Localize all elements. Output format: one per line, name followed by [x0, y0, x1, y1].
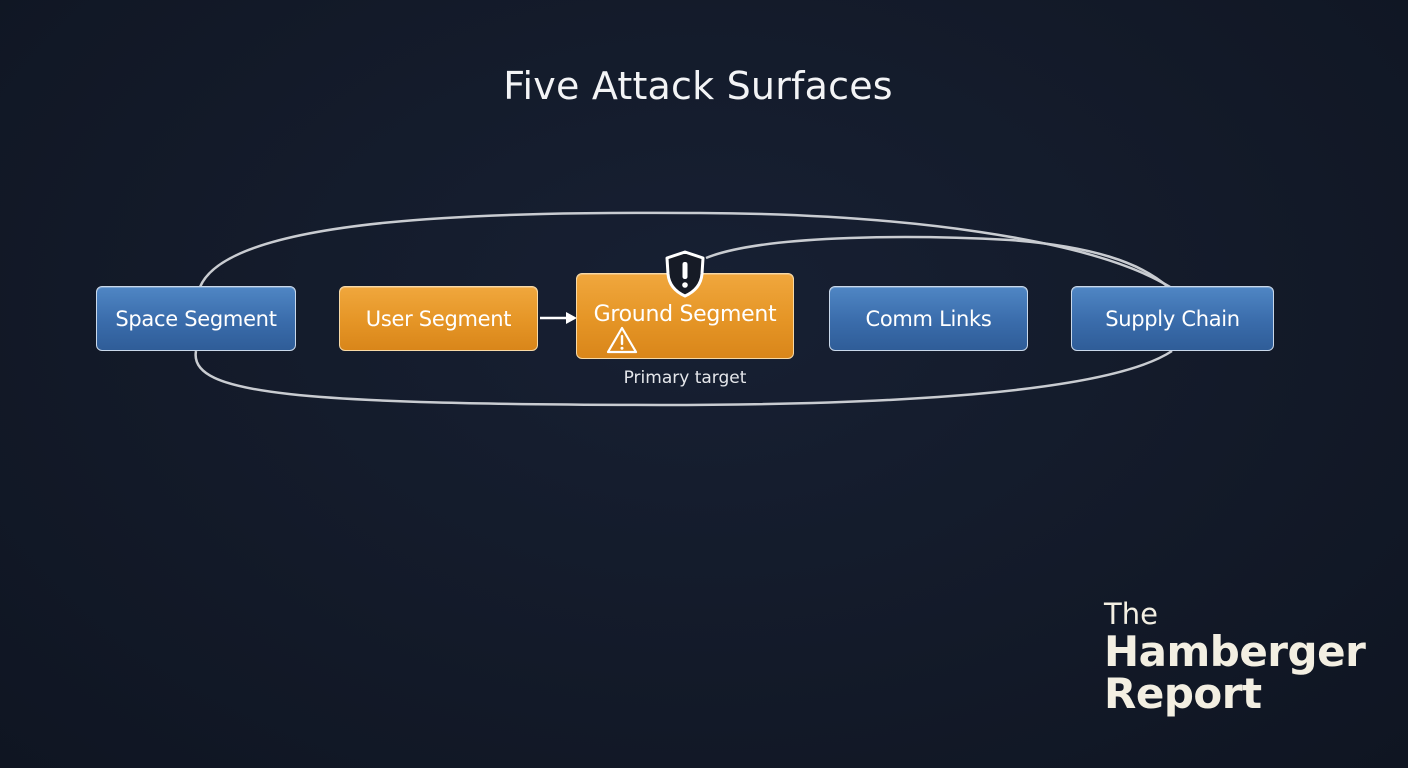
- arrowhead-icon: [566, 312, 577, 324]
- ground-segment-caption: Primary target: [623, 368, 747, 388]
- node-supply-chain: Supply Chain: [1071, 286, 1274, 351]
- shield-exclamation-icon: [665, 250, 705, 298]
- brand-line-1: The: [1104, 597, 1158, 631]
- node-user-segment-label: User Segment: [365, 306, 512, 331]
- node-space-segment: Space Segment: [96, 286, 296, 351]
- edge-space-supply-bottom: [194, 349, 1173, 407]
- node-supply-chain-label: Supply Chain: [1105, 306, 1240, 331]
- node-comm-links-label: Comm Links: [865, 306, 992, 331]
- brand-line-3: Report: [1104, 669, 1262, 718]
- node-comm-links: Comm Links: [829, 286, 1028, 351]
- node-space-segment-label: Space Segment: [115, 306, 277, 331]
- warning-triangle-icon: [606, 326, 638, 354]
- node-user-segment: User Segment: [339, 286, 538, 351]
- brand-logo: The Hamberger Report: [1104, 597, 1366, 718]
- edge-space-supply-top: [198, 211, 1171, 289]
- brand-line-2: Hamberger: [1104, 627, 1366, 676]
- edge-ground-supply-top: [705, 235, 1169, 288]
- diagram-title: Five Attack Surfaces: [503, 64, 893, 108]
- node-ground-segment-label: Ground Segment: [593, 302, 777, 327]
